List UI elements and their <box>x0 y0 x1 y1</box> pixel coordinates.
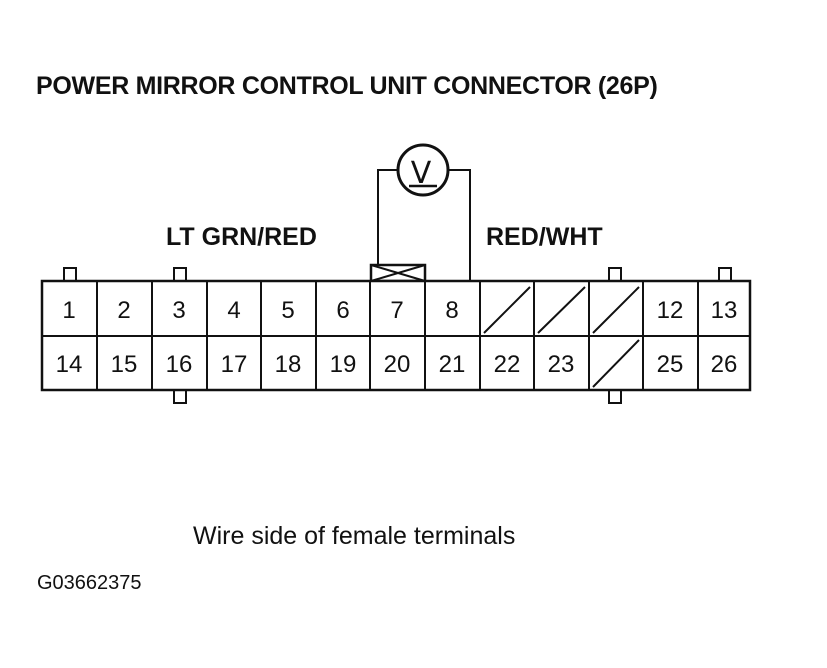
terminal-17: 17 <box>221 351 248 378</box>
caption: Wire side of female terminals <box>193 522 516 550</box>
terminal-13: 13 <box>711 297 738 324</box>
voltmeter-leads <box>377 169 471 280</box>
empty-cavity-11 <box>592 286 640 334</box>
terminal-14: 14 <box>56 351 83 378</box>
terminal-15: 15 <box>111 351 138 378</box>
terminal-22: 22 <box>494 351 521 378</box>
terminals-bottom-row: 14 15 16 17 18 19 20 21 22 23 25 26 <box>56 351 738 378</box>
terminal-19: 19 <box>330 351 357 378</box>
empty-cavity-marks <box>483 286 640 388</box>
terminal-3: 3 <box>172 297 185 324</box>
terminal-23: 23 <box>548 351 575 378</box>
terminal-26: 26 <box>711 351 738 378</box>
terminal-21: 21 <box>439 351 466 378</box>
probe-terminal-7 <box>369 263 427 283</box>
terminal-16: 16 <box>166 351 193 378</box>
empty-cavity-9 <box>483 286 531 334</box>
empty-cavity-10 <box>537 286 586 334</box>
terminal-7: 7 <box>390 297 403 324</box>
terminals-top-row: 1 2 3 4 5 6 7 8 12 13 <box>62 297 737 324</box>
terminal-1: 1 <box>62 297 75 324</box>
figure-id: G03662375 <box>37 572 142 594</box>
terminal-8: 8 <box>445 297 458 324</box>
terminal-25: 25 <box>657 351 684 378</box>
terminal-20: 20 <box>384 351 411 378</box>
empty-cavity-24 <box>592 339 640 388</box>
terminal-12: 12 <box>657 297 684 324</box>
voltmeter-icon: V <box>396 143 450 197</box>
terminal-18: 18 <box>275 351 302 378</box>
terminal-5: 5 <box>281 297 294 324</box>
cavity-dividers <box>96 281 699 390</box>
wire-color-label-red-wht: RED/WHT <box>486 223 603 251</box>
voltmeter-symbol: V <box>411 156 432 191</box>
diagram-title: POWER MIRROR CONTROL UNIT CONNECTOR (26P… <box>36 72 658 100</box>
terminal-6: 6 <box>336 297 349 324</box>
terminal-4: 4 <box>227 297 240 324</box>
wire-color-label-lt-grn-red: LT GRN/RED <box>166 223 317 251</box>
terminal-2: 2 <box>117 297 130 324</box>
